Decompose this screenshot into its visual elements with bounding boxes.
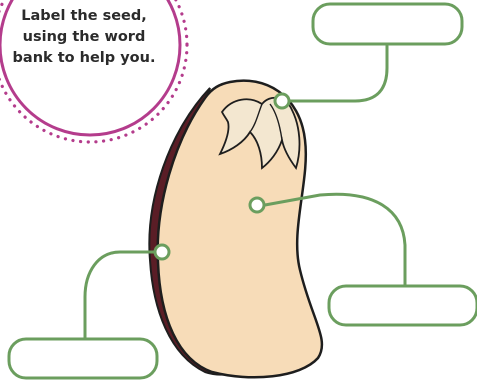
label-box-top-right[interactable] (313, 4, 462, 44)
instruction-line-3: bank to help you. (4, 48, 164, 69)
instruction-line-2: using the word (4, 27, 164, 48)
instruction-line-1: Label the seed, (4, 6, 164, 27)
instruction-text: Label the seed, using the word bank to h… (4, 6, 164, 69)
label-box-middle-right[interactable] (329, 286, 477, 325)
pointer-dot-plumule (275, 94, 289, 108)
pointer-dot-seed-coat (155, 245, 169, 259)
connector-bottom-left (85, 252, 155, 340)
label-box-bottom-left[interactable] (9, 339, 157, 378)
connector-top-right (290, 46, 387, 101)
pointer-dot-cotyledon (250, 198, 264, 212)
